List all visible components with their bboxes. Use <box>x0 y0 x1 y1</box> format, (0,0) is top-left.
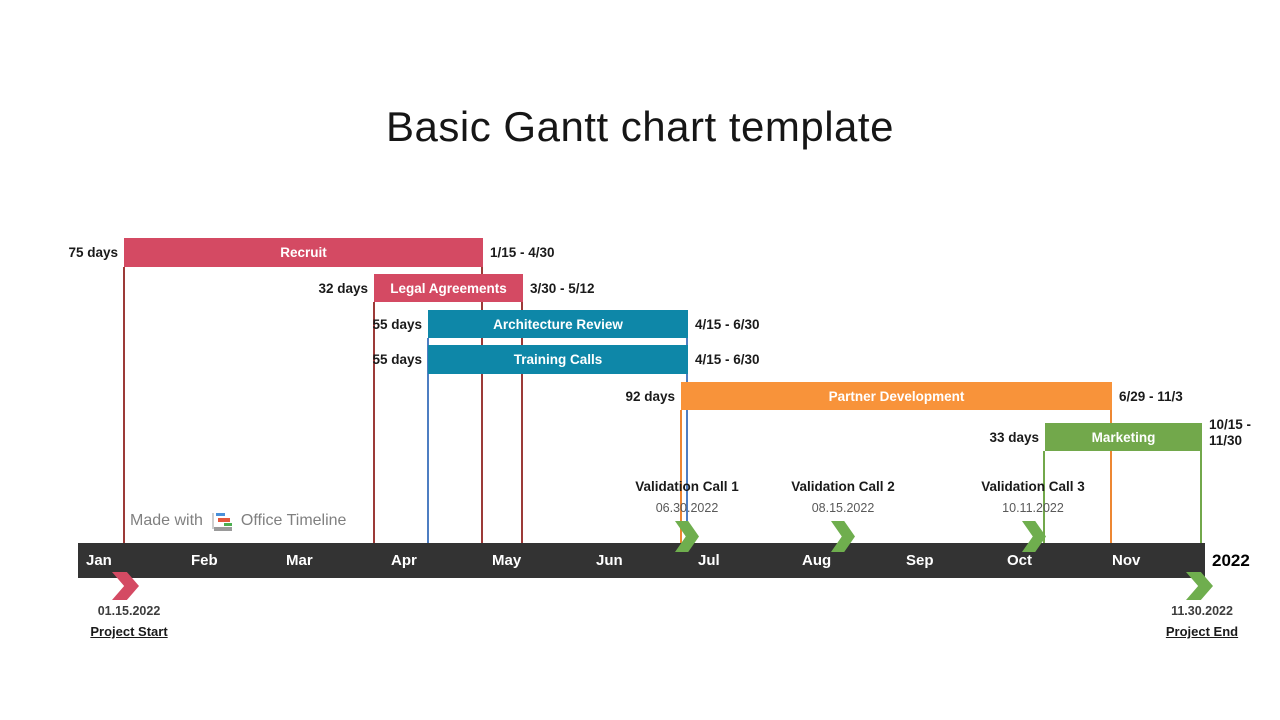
milestone-date-validation-call-3: 10.11.2022 <box>1002 501 1064 515</box>
task-duration-architecture-review: 55 days <box>372 316 422 332</box>
connector-line-recruit-end <box>481 267 483 543</box>
task-duration-recruit: 75 days <box>68 245 118 260</box>
task-bar-label: Architecture Review <box>493 316 623 332</box>
connector-line-marketing-end <box>1200 451 1202 543</box>
task-bar-marketing: Marketing <box>1045 423 1202 451</box>
task-duration-partner-development: 92 days <box>625 388 675 404</box>
task-dates-legal-agreements: 3/30 - 5/12 <box>530 280 595 296</box>
connector-line-marketing-start <box>1043 451 1045 543</box>
connector-line-partner-start <box>680 410 682 543</box>
milestone-date-validation-call-2: 08.15.2022 <box>811 501 875 515</box>
project-start-date: 01.15.2022 <box>97 604 161 618</box>
month-label-jun: Jun <box>596 552 623 569</box>
task-bar-label: Partner Development <box>828 388 965 404</box>
connector-line-partner-end <box>1110 410 1112 543</box>
chart-title: Basic Gantt chart template <box>386 103 894 150</box>
milestone-title-validation-call-1: Validation Call 1 <box>635 479 739 494</box>
task-bar-legal-agreements: Legal Agreements <box>374 274 523 302</box>
connector-line-recruit-start <box>123 267 125 543</box>
project-start-label: Project Start <box>90 624 168 639</box>
task-dates-architecture-review: 4/15 - 6/30 <box>695 316 760 332</box>
project-end-label: Project End <box>1165 624 1239 639</box>
month-label-oct: Oct <box>1007 552 1033 569</box>
month-label-mar: Mar <box>286 552 313 569</box>
month-label-nov: Nov <box>1112 552 1141 569</box>
task-duration-legal-agreements: 32 days <box>318 280 368 296</box>
month-label-apr: Apr <box>391 552 417 569</box>
task-dates-recruit: 1/15 - 4/30 <box>490 245 555 260</box>
logo-bar-left <box>211 513 214 529</box>
task-bar-architecture-review: Architecture Review <box>428 310 688 338</box>
task-bar-label: Training Calls <box>513 352 603 367</box>
month-label-jul: Jul <box>698 552 720 569</box>
connector-line-architecture-end <box>686 338 688 543</box>
task-bar-training-calls: Training Calls <box>428 345 688 374</box>
task-duration-training-calls: 55 days <box>372 352 422 367</box>
year-label: 2022 <box>1212 550 1250 570</box>
logo-bar-green <box>223 523 232 526</box>
project-end-date: 11.30.2022 <box>1171 604 1233 618</box>
milestone-date-validation-call-1: 06.30.2022 <box>655 501 719 515</box>
watermark-brand: Office Timeline <box>240 512 347 529</box>
month-label-sep: Sep <box>906 552 934 569</box>
timeline-band <box>78 543 1205 578</box>
connector-line-legal-end <box>521 302 523 543</box>
task-bar-recruit: Recruit <box>124 238 483 267</box>
office-timeline-watermark: Made with Office Timeline <box>130 508 346 534</box>
connector-line-legal-start <box>373 302 375 543</box>
month-label-aug: Aug <box>802 552 832 569</box>
task-bar-label: Marketing <box>1091 429 1156 445</box>
task-bar-label: Recruit <box>280 245 327 260</box>
office-timeline-logo-icon <box>211 511 232 531</box>
project-end-marker-icon <box>1186 572 1213 600</box>
logo-bar-blue <box>215 513 225 516</box>
logo-bar-red <box>217 518 230 522</box>
task-bar-partner-development: Partner Development <box>681 382 1112 410</box>
task-dates-partner-development: 6/29 - 11/3 <box>1119 388 1183 404</box>
task-dates-training-calls: 4/15 - 6/30 <box>695 352 760 367</box>
logo-bar-gray <box>213 527 232 531</box>
month-label-feb: Feb <box>191 552 218 569</box>
month-label-jan: Jan <box>86 552 112 569</box>
milestone-title-validation-call-3: Validation Call 3 <box>981 479 1085 494</box>
connector-line-architecture-start <box>427 338 429 543</box>
task-duration-marketing: 33 days <box>989 429 1039 445</box>
task-bar-label: Legal Agreements <box>390 280 507 296</box>
milestone-title-validation-call-2: Validation Call 2 <box>791 479 895 494</box>
month-label-may: May <box>492 552 522 569</box>
watermark-prefix: Made with <box>130 512 203 529</box>
task-dates-marketing: 10/15 - 11/30 <box>1209 417 1252 448</box>
